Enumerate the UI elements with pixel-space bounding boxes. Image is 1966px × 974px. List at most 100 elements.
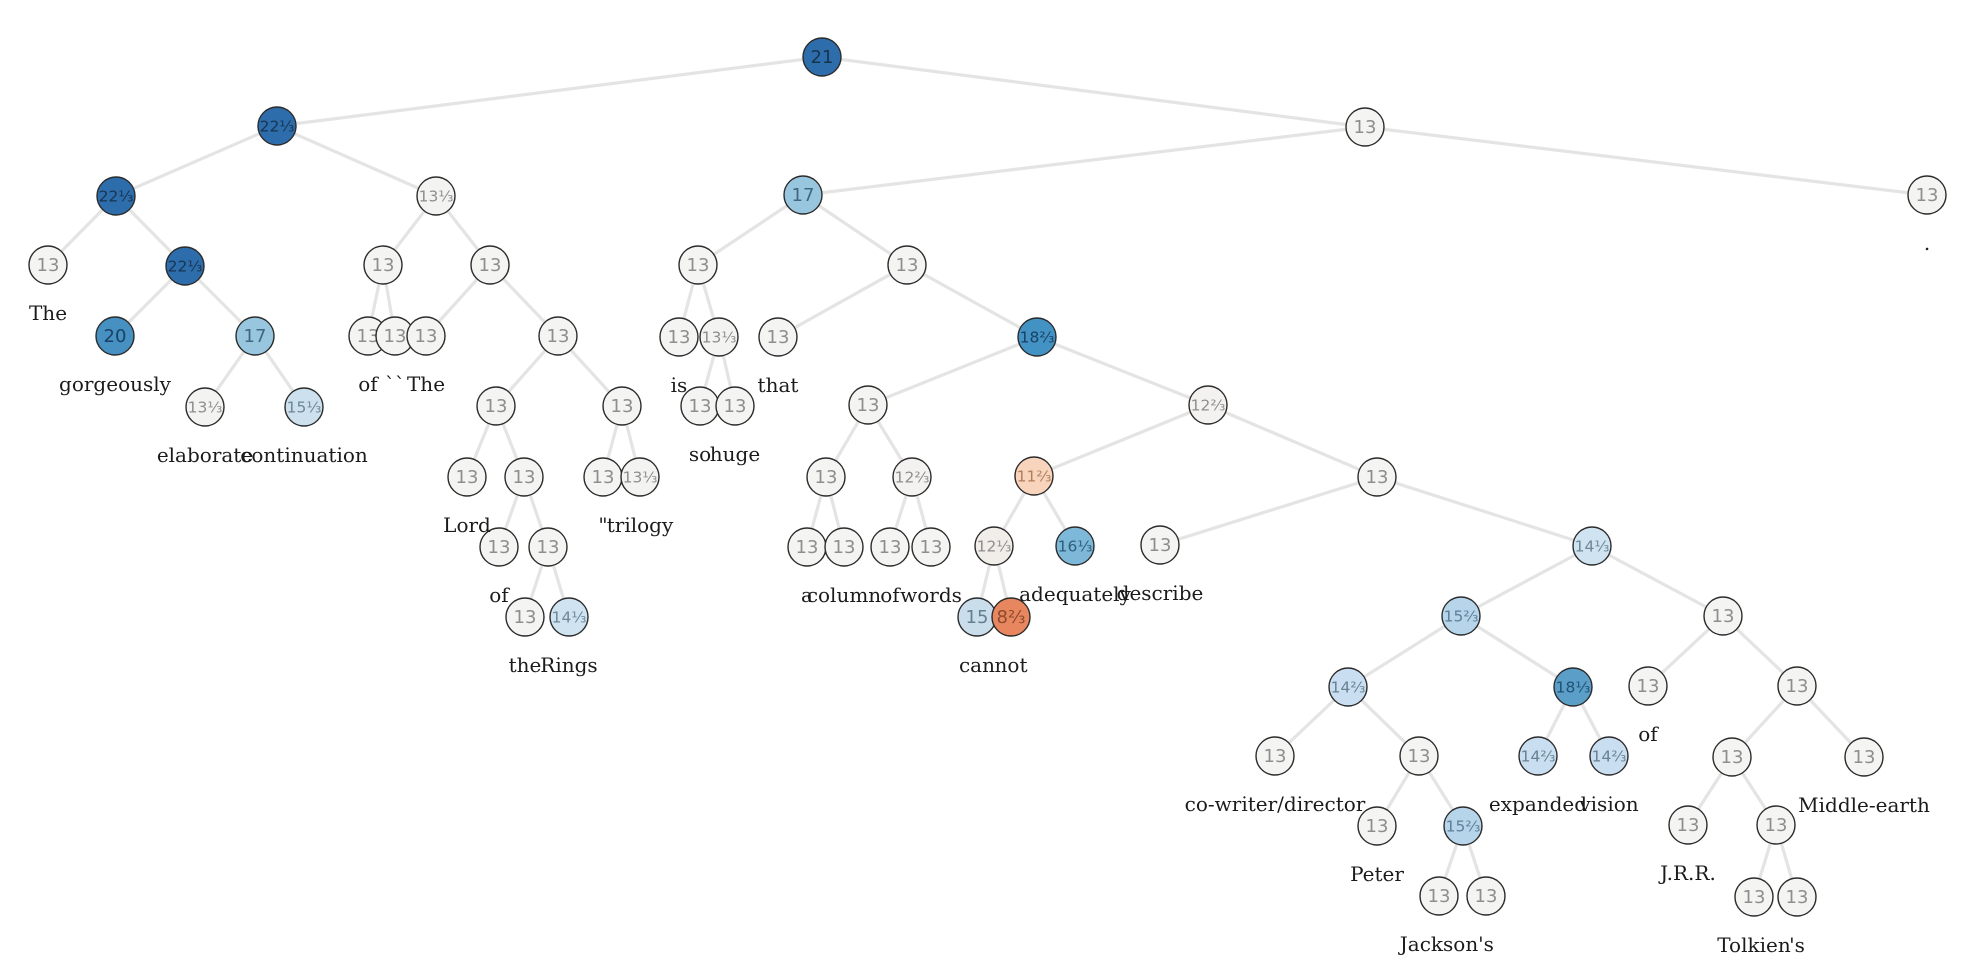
tree-edge <box>1590 544 1725 618</box>
tree-edge <box>1459 544 1594 618</box>
node-circle <box>96 176 136 216</box>
node-circle <box>1907 175 1947 215</box>
tree-edge <box>1346 614 1463 689</box>
node-value: 18⅓ <box>1556 678 1591 696</box>
node-circle <box>1441 596 1481 636</box>
node-circle <box>476 386 516 426</box>
tree-node: 21 <box>802 37 842 77</box>
tree-node: 13 <box>678 245 718 285</box>
leaf-word: vision <box>1578 792 1638 816</box>
node-circle <box>1399 736 1439 776</box>
node-value: 12⅔ <box>895 468 930 486</box>
tree-node: 13 <box>363 245 403 285</box>
node-value: 13⅓ <box>702 328 737 346</box>
tree-node: 13 <box>602 386 642 426</box>
leaf-word: Peter <box>1350 862 1404 886</box>
tree-node: 13 <box>1357 457 1397 497</box>
tree-node: 13 <box>824 527 864 567</box>
node-circle <box>991 597 1031 637</box>
node-circle <box>620 457 660 497</box>
node-circle <box>783 175 823 215</box>
tree-node: 13 <box>375 316 415 356</box>
node-value: 12⅔ <box>1191 396 1226 414</box>
node-circle <box>363 245 403 285</box>
tree-node: 18⅓ <box>1553 667 1593 707</box>
tree-node: 14⅓ <box>549 597 589 637</box>
node-value: 17 <box>244 326 267 347</box>
leaf-word: column <box>807 583 881 607</box>
leaf-word: Rings <box>540 653 597 677</box>
tree-node: 22⅓ <box>96 176 136 216</box>
node-value: 13 <box>1149 535 1172 556</box>
node-value: 13 <box>767 327 790 348</box>
node-circle <box>1777 877 1817 917</box>
tree-node: 13 <box>1844 737 1884 777</box>
tree-edge <box>1158 475 1379 547</box>
node-value: 22⅓ <box>168 257 203 275</box>
node-circle <box>1419 876 1459 916</box>
tree-node: 20 <box>95 316 135 356</box>
node-value: 13 <box>668 327 691 348</box>
tree-node: 12⅔ <box>1188 385 1228 425</box>
node-value: 18⅔ <box>1020 328 1055 346</box>
tree-node: 13 <box>1703 596 1743 636</box>
leaf-word: words <box>900 583 962 607</box>
node-value: 13 <box>514 607 537 628</box>
tree-node: 13 <box>1628 666 1668 706</box>
tree-node: 12⅓ <box>974 526 1014 566</box>
tree-node: 13 <box>476 386 516 426</box>
leaf-word: co-writer/director <box>1185 792 1366 816</box>
node-value: 13 <box>1428 886 1451 907</box>
tree-node: 14⅔ <box>1518 736 1558 776</box>
leaf-word: can <box>959 653 995 677</box>
node-value: 13 <box>479 255 502 276</box>
node-circle <box>758 317 798 357</box>
node-circle <box>1345 107 1385 147</box>
node-value: 13 <box>857 395 880 416</box>
tree-node: 13 <box>715 386 755 426</box>
node-circle <box>892 457 932 497</box>
node-circle <box>911 527 951 567</box>
leaf-word: Middle-earth <box>1798 793 1930 817</box>
tree-node: 15 <box>957 597 997 637</box>
tree-node: 13⅓ <box>416 176 456 216</box>
node-circle <box>699 317 739 357</box>
tree-edge <box>1035 335 1210 407</box>
node-circle <box>1443 806 1483 846</box>
node-value: 15⅓ <box>287 398 322 416</box>
tree-edge <box>1363 125 1929 197</box>
node-circle <box>447 457 487 497</box>
tree-node: 13 <box>1255 736 1295 776</box>
tree-node: 13 <box>1668 805 1708 845</box>
node-value: 13 <box>1475 886 1498 907</box>
node-circle <box>870 527 910 567</box>
tree-node: 14⅔ <box>1589 736 1629 776</box>
tree-edge <box>1206 403 1379 479</box>
tree-node: 13⅓ <box>185 387 225 427</box>
tree-node: 13 <box>1399 736 1439 776</box>
node-circle <box>1466 876 1506 916</box>
tree-node: 13⅓ <box>699 317 739 357</box>
leaf-word: `` <box>385 372 405 396</box>
node-circle <box>1017 317 1057 357</box>
node-circle <box>470 245 510 285</box>
tree-node: 14⅓ <box>1572 526 1612 566</box>
node-circle <box>1255 736 1295 776</box>
tree-edge <box>801 125 1367 197</box>
node-value: 13 <box>724 396 747 417</box>
tree-edge <box>275 124 438 198</box>
tree-edge <box>275 55 824 128</box>
node-circle <box>1703 596 1743 636</box>
node-value: 13 <box>920 537 943 558</box>
tree-edge <box>820 55 1367 129</box>
tree-node: 13 <box>538 316 578 356</box>
leaf-word: The <box>407 372 445 396</box>
tree-node: 13 <box>28 245 68 285</box>
node-circle <box>1140 525 1180 565</box>
node-value: 13⅓ <box>188 398 223 416</box>
node-value: 13 <box>1677 815 1700 836</box>
